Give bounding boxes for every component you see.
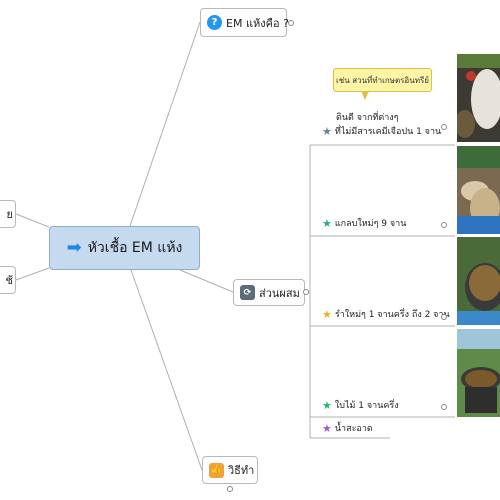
star-icon: ★ [322,399,332,412]
right-arrow-icon: ➡ [66,237,82,258]
topic-left-2-label: ช้ [5,274,13,287]
photo-leaves [457,329,500,417]
topic-left-2[interactable]: ช้ [0,266,16,294]
ingredient-item-4[interactable]: ★ ใบไม้ 1 จานครึ่ง [322,399,399,413]
central-topic[interactable]: ➡ หัวเชื้อ EM แห้ง [49,226,200,270]
topic-method[interactable]: 👍 วิธีทำ [202,456,258,484]
topic-method-label: วิธีทำ [228,464,255,477]
topic-left-1[interactable]: ย [0,200,16,228]
photo-husk [457,146,500,234]
star-icon: ★ [322,217,332,230]
ingredient-item-1-line2: ที่ไม่มีสารเคมีเจือปน 1 จาน [334,127,442,137]
collapse-toggle-item-1[interactable] [441,124,447,130]
collapse-toggle-item-4[interactable] [441,404,447,410]
star-icon: ★ [322,125,332,138]
collapse-toggle-item-2[interactable] [441,222,447,228]
collapse-toggle-ingredients[interactable] [303,289,309,295]
ingredient-item-2-label: แกลบใหม่ๆ 9 จาน [334,219,407,229]
ingredient-item-5-label: น้ำสะอาด [334,424,373,434]
ingredient-item-3[interactable]: ★ รำใหม่ๆ 1 จานครึ่ง ถึง 2 จาน [322,308,450,322]
collapse-toggle-method[interactable] [227,486,233,492]
question-icon: ? [207,15,222,30]
link-left-1 [15,213,50,228]
ingredient-item-1-line1: ดินดี จากที่ต่างๆ [336,113,399,123]
central-topic-label: หัวเชื้อ EM แห้ง [87,240,183,256]
topic-ingredients-label: ส่วนผสม [259,286,300,300]
mix-icon: ⟳ [240,285,255,300]
topic-what-is-label: EM แห้งคือ ? [226,16,289,30]
callout-note: เช่น สวนที่ทำเกษตรอินทรีย์ [333,68,432,92]
collapse-toggle-item-3[interactable] [441,314,447,320]
star-icon: ★ [322,422,332,435]
photo-rice-bran [457,237,500,325]
collapse-toggle-what-is[interactable] [288,20,294,26]
link-left-2 [15,267,50,281]
star-icon: ★ [322,308,332,321]
ingredient-item-1[interactable]: ดินดี จากที่ต่างๆ ★ ที่ไม่มีสารเคมีเจือป… [322,111,441,139]
topic-left-1-label: ย [6,208,13,221]
topic-what-is[interactable]: ? EM แห้งคือ ? [200,8,289,37]
ingredient-item-2[interactable]: ★ แกลบใหม่ๆ 9 จาน [322,217,406,231]
ingredient-item-5[interactable]: ★ น้ำสะอาด [322,422,373,436]
callout-text: เช่น สวนที่ทำเกษตรอินทรีย์ [336,75,429,85]
link-what-is [129,21,201,227]
callout-tail [361,91,369,100]
ingredient-item-3-label: รำใหม่ๆ 1 จานครึ่ง ถึง 2 จาน [334,310,450,320]
ingredient-item-4-label: ใบไม้ 1 จานครึ่ง [334,401,399,411]
photo-soil [457,54,500,142]
link-method [130,269,203,471]
link-ingredients [179,269,234,293]
topic-ingredients[interactable]: ⟳ ส่วนผสม [233,279,305,306]
thumbs-up-icon: 👍 [209,462,224,478]
